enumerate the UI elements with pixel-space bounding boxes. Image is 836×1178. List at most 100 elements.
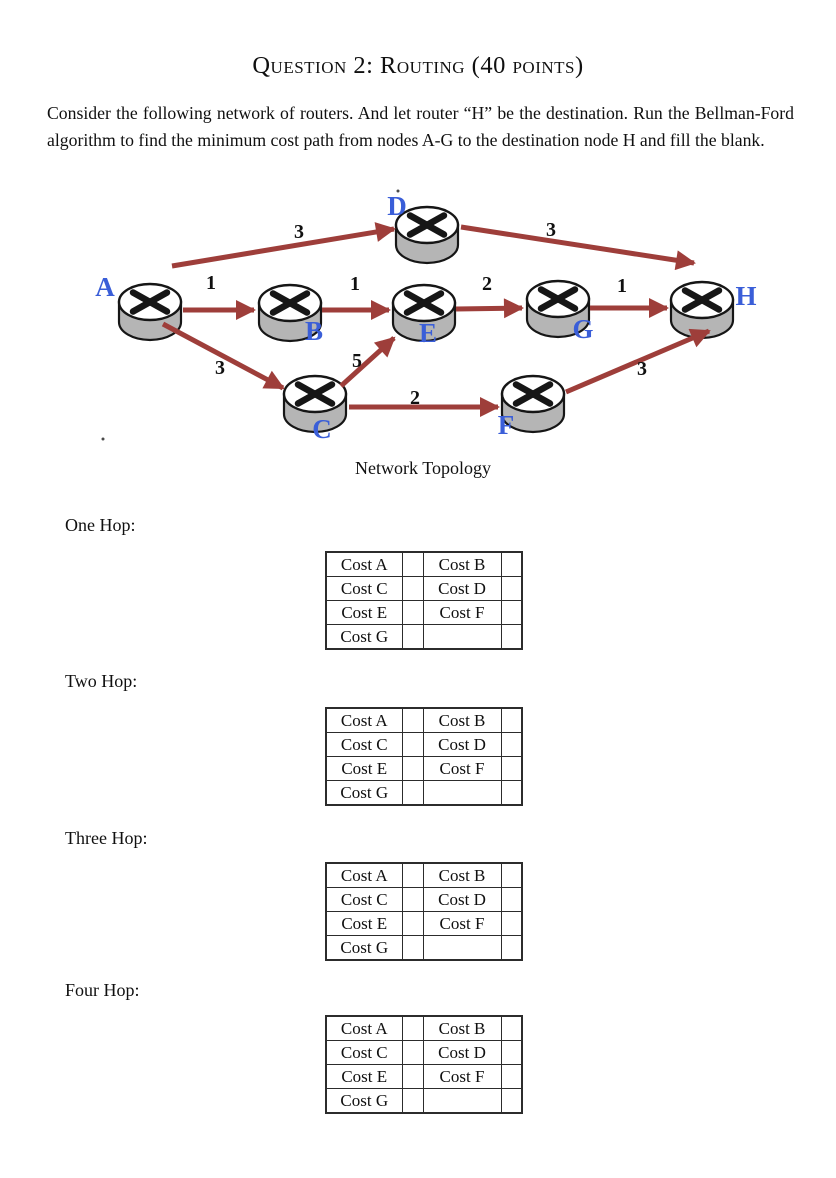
blank-fill-cell [401,732,424,757]
table-row: Cost G [325,1088,523,1114]
blank-fill-cell [401,1040,424,1065]
blank-fill-cell [401,911,424,936]
table-row: Cost C Cost D [325,887,523,912]
table-row: Cost A Cost B [325,707,523,733]
cost-label-cell: Cost G [325,780,403,806]
node-label-A: A [95,272,115,302]
link-C-E: 5 [339,336,396,388]
cost-label-cell: Cost A [325,551,403,577]
router-node-B [257,283,323,343]
cost-label-cell: Cost D [422,732,502,757]
cost-label-cell: Cost B [422,551,502,577]
cost-label-cell: Cost E [325,756,403,781]
cost-label-cell: Cost E [325,911,403,936]
node-label-G: G [572,314,593,344]
table-row: Cost C Cost D [325,732,523,757]
table-row: Cost A Cost B [325,1015,523,1041]
edge-weight-C-E: 5 [352,350,362,372]
link-D-H: 3 [460,219,696,271]
link-A-C: 3 [161,321,285,391]
blank-fill-cell [401,624,424,650]
cost-label-cell: Cost D [422,1040,502,1065]
blank-fill-cell [500,911,523,936]
router-node-H [669,280,735,340]
blank-fill-cell [401,935,424,961]
cost-label-cell: Cost D [422,887,502,912]
blank-fill-cell [422,1088,502,1114]
router-node-G [525,279,591,339]
blank-fill-cell [401,576,424,601]
cost-label-cell: Cost G [325,1088,403,1114]
blank-fill-cell [500,935,523,961]
router-node-D [394,205,460,265]
blank-fill-cell [422,624,502,650]
hop-section-label: Four Hop: [65,980,140,1000]
table-row: Cost G [325,935,523,961]
router-node-F [500,374,566,434]
hop-section-label: Two Hop: [65,671,138,691]
blank-fill-cell [401,756,424,781]
table-row: Cost A Cost B [325,862,523,888]
cost-label-cell: Cost B [422,1015,502,1041]
question-title: Question 2: Routing (40 points) [252,52,584,79]
edge-weight-D-H: 3 [546,219,556,241]
cost-label-cell: Cost D [422,576,502,601]
table-row: Cost C Cost D [325,576,523,601]
cost-label-cell: Cost F [422,600,502,625]
blank-fill-cell [401,780,424,806]
cost-label-cell: Cost C [325,887,403,912]
blank-fill-cell [401,551,424,577]
edge-weight-A-D: 3 [294,221,304,243]
edge-weight-E-G: 2 [482,273,492,295]
blank-fill-cell [500,862,523,888]
blank-fill-cell [500,887,523,912]
cost-label-cell: Cost A [325,1015,403,1041]
edge-weight-A-B: 1 [206,272,216,294]
edge-weight-C-F: 2 [410,387,420,409]
cost-label-cell: Cost E [325,1064,403,1089]
link-C-F: 2 [349,387,500,417]
link-A-D: 3 [171,221,396,269]
edge-weight-F-H: 3 [637,358,647,380]
figure-caption: Network Topology [355,458,491,478]
blank-fill-cell [422,780,502,806]
blank-fill-cell [500,1040,523,1065]
cost-label-cell: Cost A [325,707,403,733]
table-row: Cost G [325,780,523,806]
link-E-G: 2 [455,273,524,319]
router-node-C [282,374,348,434]
cost-label-cell: Cost C [325,732,403,757]
blank-fill-cell [500,624,523,650]
stray-mark [396,189,400,193]
node-label-H: H [735,281,756,311]
blank-fill-cell [401,1064,424,1089]
cost-label-cell: Cost G [325,624,403,650]
edge-weight-G-H: 1 [617,275,627,297]
node-label-B: B [305,316,323,346]
table-row: Cost E Cost F [325,911,523,936]
blank-fill-cell [500,1088,523,1114]
node-label-C: C [312,414,332,444]
blank-fill-cell [500,551,523,577]
node-label-E: E [419,318,437,348]
cost-label-cell: Cost B [422,707,502,733]
blank-fill-cell [500,756,523,781]
blank-fill-cell [500,780,523,806]
cost-label-cell: Cost A [325,862,403,888]
cost-label-cell: Cost B [422,862,502,888]
cost-label-cell: Cost F [422,911,502,936]
edge-weight-B-E: 1 [350,273,360,295]
cost-label-cell: Cost F [422,756,502,781]
cost-label-cell: Cost G [325,935,403,961]
blank-fill-cell [500,1015,523,1041]
link-G-H: 1 [590,275,669,318]
cost-label-cell: Cost C [325,576,403,601]
table-row: Cost E Cost F [325,756,523,781]
